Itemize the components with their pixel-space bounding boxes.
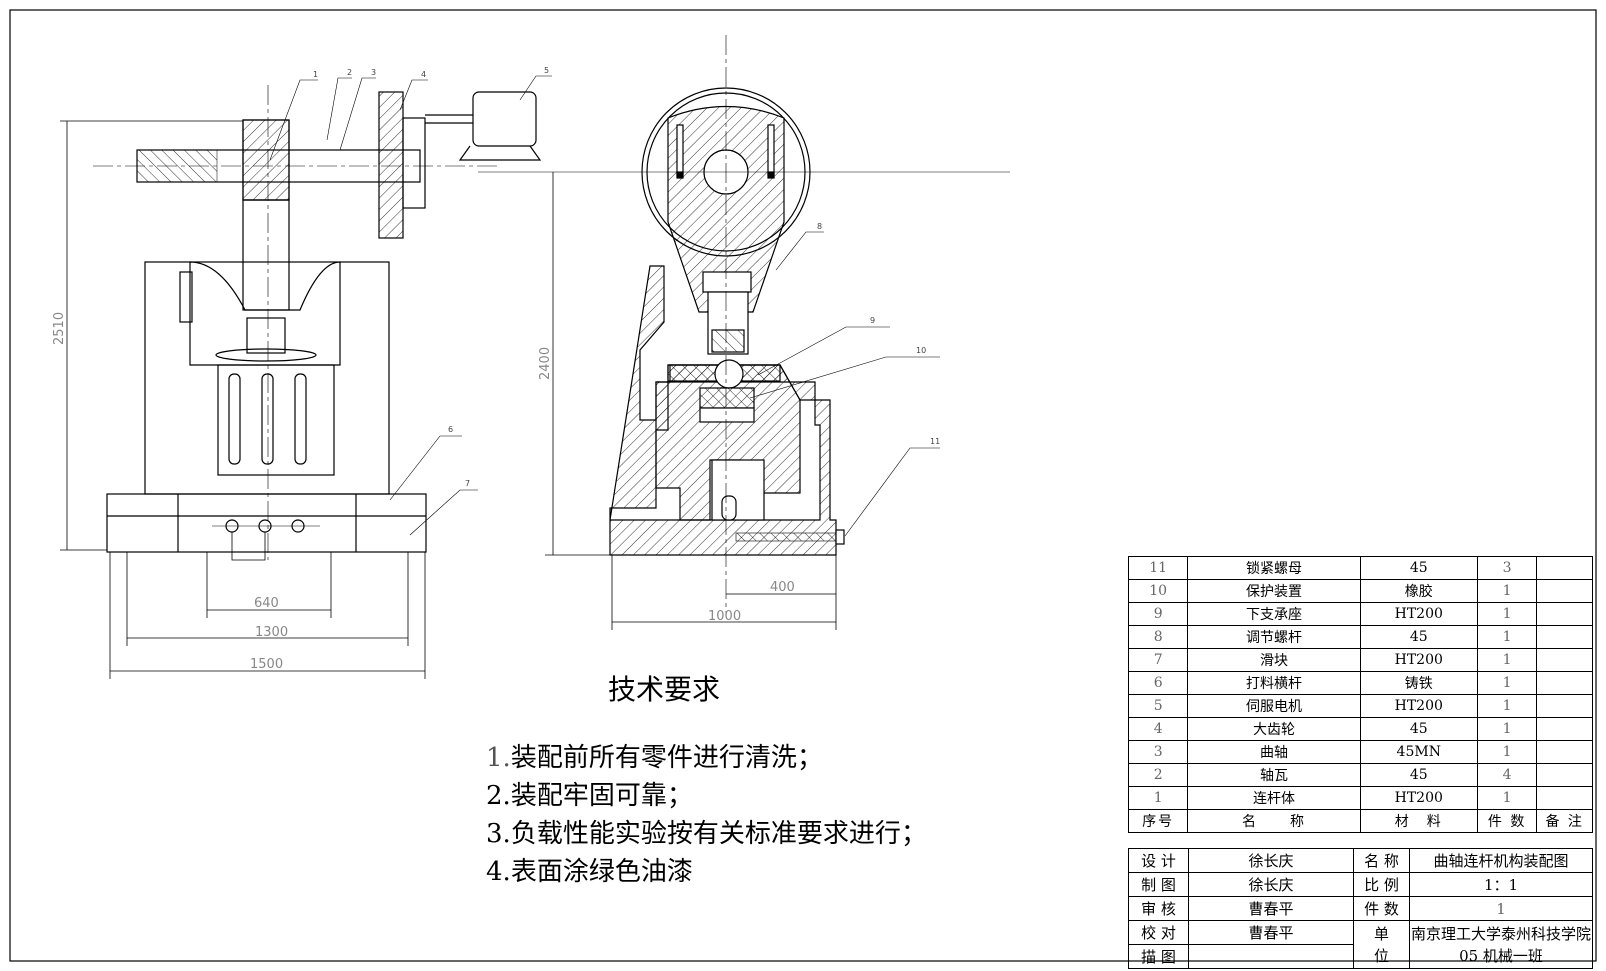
check-value: 曹春平 (1188, 920, 1354, 945)
side-dimensions (545, 172, 837, 630)
leader-8: 8 (817, 222, 822, 231)
leader-9: 9 (870, 316, 875, 325)
dim-1000: 1000 (708, 609, 741, 624)
leaders-front (269, 75, 552, 536)
dim-640: 640 (254, 596, 279, 611)
dim-1300: 1300 (255, 625, 288, 640)
tech-item: 2.装配牢固可靠； (486, 781, 693, 811)
review-value: 曹春平 (1188, 896, 1354, 921)
tech-item: 4.表面涂绿色油漆 (486, 857, 693, 887)
front-view (93, 85, 542, 561)
leaders-side (749, 231, 940, 537)
design-value: 徐长庆 (1188, 848, 1354, 873)
trace-value (1188, 944, 1354, 969)
bom-header: 序号名 称材 料件 数备 注 (1127, 809, 1593, 833)
dim-2510: 2510 (52, 312, 67, 345)
leader-4: 4 (421, 70, 426, 79)
scale-value: 1：1 (1409, 872, 1593, 897)
dim-2400: 2400 (538, 347, 553, 380)
name-label: 名 称 (1353, 848, 1410, 873)
leader-5: 5 (544, 66, 549, 75)
draw-label: 制 图 (1128, 872, 1189, 897)
drawing-border (9, 9, 1597, 962)
tech-item: 1.装配前所有零件进行清洗； (486, 743, 823, 773)
check-label: 校 对 (1128, 920, 1189, 945)
count-value: 1 (1409, 896, 1593, 921)
leader-6: 6 (448, 425, 453, 434)
scale-label: 比 例 (1353, 872, 1410, 897)
tech-item: 3.负载性能实验按有关标准要求进行； (486, 819, 927, 849)
tech-requirements-title: 技术要求 (608, 673, 721, 706)
leader-1: 1 (313, 70, 318, 79)
tech-requirements-list: 1.装配前所有零件进行清洗； 2.装配牢固可靠； 3.负载性能实验按有关标准要求… (486, 739, 927, 891)
count-label: 件 数 (1353, 896, 1410, 921)
leader-11: 11 (930, 437, 940, 446)
front-dimensions (60, 120, 426, 679)
unit-label: 单 位 (1353, 920, 1410, 969)
leader-2: 2 (347, 68, 352, 77)
dim-1500: 1500 (250, 657, 283, 672)
leader-7: 7 (465, 479, 470, 488)
side-view (478, 35, 1010, 615)
drawing-name: 曲轴连杆机构装配图 (1409, 848, 1593, 873)
dim-400: 400 (770, 580, 795, 595)
design-label: 设 计 (1128, 848, 1189, 873)
leader-3: 3 (371, 68, 376, 77)
draw-value: 徐长庆 (1188, 872, 1354, 897)
trace-label: 描 图 (1128, 944, 1189, 969)
review-label: 审 核 (1128, 896, 1189, 921)
leader-10: 10 (916, 346, 926, 355)
